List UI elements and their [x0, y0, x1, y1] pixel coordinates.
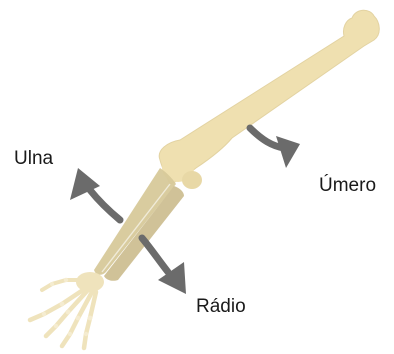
humerus-bone	[159, 10, 379, 189]
arrow-radio-icon	[142, 238, 186, 294]
hand-bones	[30, 272, 104, 348]
label-radio: Rádio	[196, 297, 246, 316]
forearm-bones	[94, 168, 184, 281]
label-ulna: Ulna	[14, 149, 53, 168]
arrow-umero-icon	[250, 128, 300, 168]
arrow-ulna-icon	[70, 168, 120, 220]
label-umero: Úmero	[319, 176, 376, 195]
